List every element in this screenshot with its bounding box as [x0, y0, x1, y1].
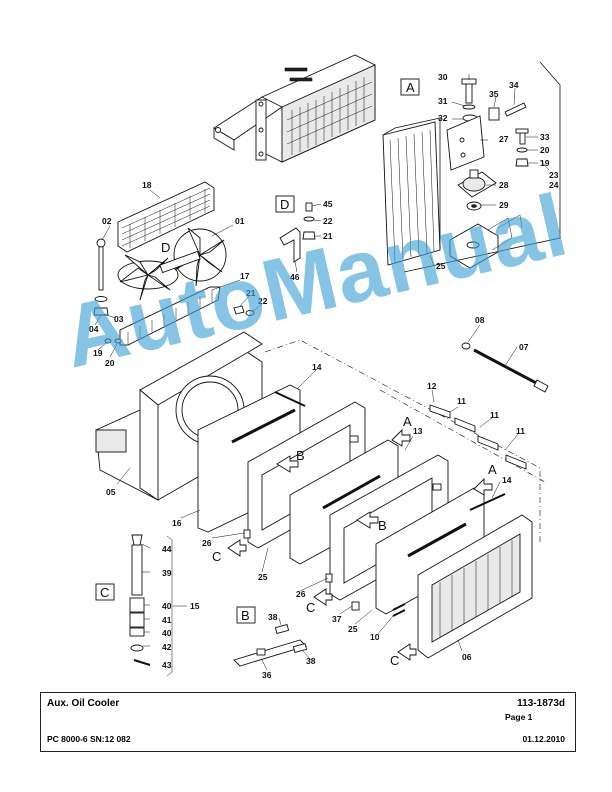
view-arrow-c2: C — [306, 600, 315, 615]
view-arrow-d: D — [161, 240, 170, 255]
callout-26-a: 26 — [202, 538, 212, 548]
callout-36: 36 — [262, 670, 272, 680]
callout-11-a: 11 — [457, 396, 466, 406]
callout-20-a: 20 — [540, 145, 550, 155]
view-arrow-b1: B — [296, 448, 305, 463]
callout-24: 24 — [549, 180, 559, 190]
callout-16: 16 — [172, 518, 182, 528]
cooler-housing-top — [213, 54, 376, 163]
leader-lines — [94, 74, 550, 671]
callout-02: 02 — [102, 216, 112, 226]
callout-33: 33 — [540, 132, 550, 142]
view-arrow-c3: C — [390, 653, 399, 668]
callout-12: 12 — [427, 381, 437, 391]
callout-11-b: 11 — [490, 410, 499, 420]
callout-31: 31 — [438, 96, 448, 106]
drawing-part-number: 113-1873d — [517, 698, 565, 709]
detail-b-label: B — [241, 608, 250, 623]
callout-17: 17 — [240, 271, 250, 281]
detail-b-box: B — [233, 606, 308, 667]
callout-19-a: 19 — [540, 158, 550, 168]
callout-40-a: 40 — [162, 601, 172, 611]
drawing-title: Aux. Oil Cooler — [47, 698, 120, 709]
callout-29: 29 — [499, 200, 509, 210]
callout-21-b: 21 — [246, 288, 256, 298]
callout-34: 34 — [509, 80, 519, 90]
callout-06: 06 — [462, 652, 472, 662]
exploded-parts-diagram: A — [89, 54, 561, 680]
callout-labels: 30 31 32 34 35 27 33 20 19 23 24 28 29 2… — [89, 72, 559, 680]
callout-15: 15 — [190, 601, 200, 611]
callout-38-b: 38 — [306, 656, 316, 666]
callout-19-b: 19 — [93, 348, 103, 358]
callout-39: 39 — [162, 568, 172, 578]
callout-25-b: 25 — [258, 572, 268, 582]
view-arrow-a2: A — [488, 462, 497, 477]
callout-40-b: 40 — [162, 628, 172, 638]
callout-14-a: 14 — [312, 362, 322, 372]
callout-42: 42 — [162, 642, 172, 652]
callout-37: 37 — [332, 614, 342, 624]
drawing-date: 01.12.2010 — [522, 734, 565, 744]
detail-d-label: D — [280, 197, 289, 212]
callout-04: 04 — [89, 324, 99, 334]
view-arrows: B B A A C C C D — [161, 240, 497, 668]
cooler-frame-assembly — [95, 331, 549, 659]
detail-d-box: D — [275, 195, 316, 263]
callout-46: 46 — [290, 272, 300, 282]
callout-25-c: 25 — [348, 624, 358, 634]
fan-guard-assembly — [93, 181, 255, 346]
view-arrow-a1: A — [403, 414, 412, 429]
callout-32: 32 — [438, 113, 448, 123]
callout-08: 08 — [475, 315, 485, 325]
detail-a-box: A — [382, 61, 561, 273]
callout-20-b: 20 — [105, 358, 115, 368]
page-number: Page 1 — [505, 712, 533, 722]
title-block: Aux. Oil Cooler 113-1873d Page 1 PC 8000… — [40, 692, 576, 752]
callout-25-a: 25 — [436, 261, 446, 271]
callout-22-b: 22 — [258, 296, 268, 306]
view-arrow-b2: B — [378, 518, 387, 533]
callout-05: 05 — [106, 487, 116, 497]
callout-21-a: 21 — [323, 231, 333, 241]
callout-26-b: 26 — [296, 589, 306, 599]
detail-c-box: C — [95, 534, 173, 677]
callout-38-a: 38 — [268, 612, 278, 622]
callout-22-a: 22 — [323, 216, 333, 226]
callout-43: 43 — [162, 660, 172, 670]
callout-03: 03 — [114, 314, 124, 324]
callout-11-c: 11 — [516, 426, 525, 436]
callout-45: 45 — [323, 199, 333, 209]
machine-model: PC 8000-6 SN:12 082 — [47, 734, 131, 744]
callout-07: 07 — [519, 342, 529, 352]
callout-23: 23 — [549, 170, 559, 180]
callout-10: 10 — [370, 632, 380, 642]
view-arrow-c1: C — [212, 549, 221, 564]
detail-a-label: A — [406, 80, 415, 95]
callout-18: 18 — [142, 180, 152, 190]
callout-28: 28 — [499, 180, 509, 190]
callout-44: 44 — [162, 544, 172, 554]
callout-41: 41 — [162, 615, 172, 625]
callout-01: 01 — [235, 216, 245, 226]
callout-35: 35 — [489, 89, 499, 99]
callout-30: 30 — [438, 72, 448, 82]
callout-13: 13 — [413, 426, 423, 436]
callout-14-b: 14 — [502, 475, 512, 485]
detail-c-label: C — [100, 585, 109, 600]
callout-27: 27 — [499, 134, 509, 144]
